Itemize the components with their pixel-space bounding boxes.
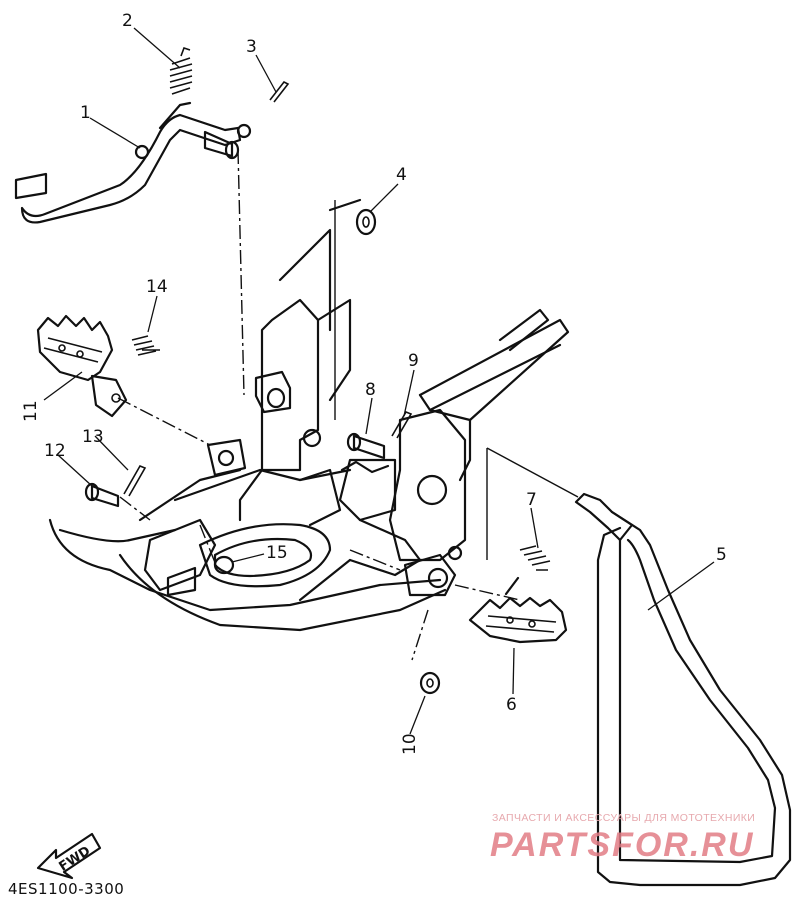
part-11-left-footpeg xyxy=(36,314,128,418)
diagram-reference-code: 4ES1100-3300 xyxy=(8,880,125,898)
callout-5: 5 xyxy=(716,545,727,565)
part-15-washer xyxy=(213,555,235,575)
assembly-guide-lines xyxy=(117,149,579,661)
part-3-cotter-pin xyxy=(269,80,290,103)
part-9-cotter-pin xyxy=(391,411,413,439)
fwd-arrow-icon: FWD xyxy=(36,832,102,880)
callout-6: 6 xyxy=(506,695,517,715)
callout-10: 10 xyxy=(400,733,420,755)
callout-numbers: 1 2 3 4 5 6 7 8 9 10 11 12 13 14 15 xyxy=(21,11,727,755)
part-1-brake-pedal xyxy=(14,101,252,224)
callout-9: 9 xyxy=(408,351,419,371)
callout-15: 15 xyxy=(266,543,288,563)
watermark-tagline: ЗАПЧАСТИ И АКСЕССУАРЫ ДЛЯ МОТОТЕХНИКИ xyxy=(492,812,756,824)
callout-3: 3 xyxy=(246,37,257,57)
motorcycle-frame xyxy=(48,198,570,632)
part-10-washer xyxy=(419,671,441,695)
part-8-pin xyxy=(346,432,386,460)
callout-8: 8 xyxy=(365,380,376,400)
callout-7: 7 xyxy=(526,490,537,510)
part-7-spring xyxy=(519,545,551,571)
part-12-pin xyxy=(84,482,120,508)
callout-4: 4 xyxy=(396,165,407,185)
callout-11: 11 xyxy=(21,400,41,422)
callout-14: 14 xyxy=(146,277,168,297)
pedal-pivot-collar xyxy=(254,370,292,414)
callout-12: 12 xyxy=(44,441,66,461)
callout-1: 1 xyxy=(80,103,91,123)
part-4-washer xyxy=(355,208,377,236)
part-6-right-footpeg xyxy=(468,576,568,644)
part-14-spring xyxy=(131,335,160,356)
callout-2: 2 xyxy=(122,11,133,31)
fwd-arrow-label: FWD xyxy=(57,844,94,875)
callout-13: 13 xyxy=(82,427,104,447)
parts-watermark-logo: PARTSFOR.RU xyxy=(490,826,755,864)
part-5-sidestand xyxy=(574,492,792,887)
callout-leaders xyxy=(43,27,715,735)
part-13-cotter-pin xyxy=(123,464,147,497)
part-2-spring xyxy=(169,46,193,95)
